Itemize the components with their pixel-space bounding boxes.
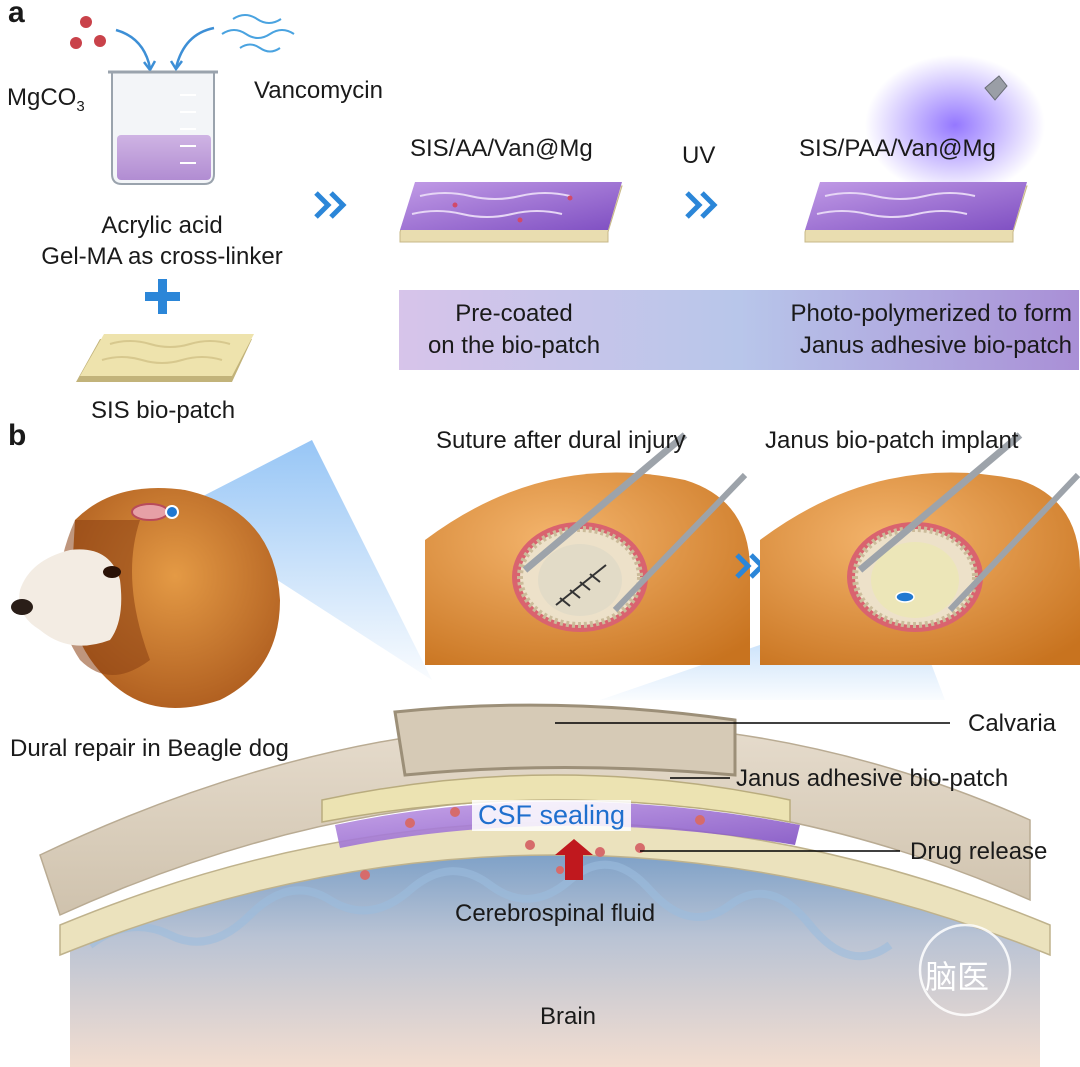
bar-left-line1: Pre-coated (455, 300, 573, 327)
bar-right-line1: Photo-polymerized to form (790, 300, 1072, 327)
csf-label: Cerebrospinal fluid (455, 900, 656, 927)
watermark-text: 脑医 (925, 959, 990, 995)
zoom-beam-dog (172, 440, 432, 680)
uv-lamp-icon (865, 55, 1045, 195)
chevron-right-icon (685, 191, 718, 219)
janus-patch-label: Janus adhesive bio-patch (736, 765, 1009, 792)
uv-label: UV (682, 142, 716, 169)
step1-title: SIS/AA/Van@Mg (410, 135, 593, 162)
watermark-logo (918, 923, 1012, 1017)
brain-tissue (70, 830, 1040, 1067)
pour-arrows-icon (115, 26, 215, 73)
calvaria-bone (39, 722, 1031, 917)
brain-surface-pattern (87, 860, 893, 961)
csf-flow-arrow (555, 839, 593, 880)
mgco3-main: MgCO (7, 84, 77, 111)
brain-label: Brain (540, 1003, 597, 1030)
drug-release-label: Drug release (910, 838, 1048, 865)
suture-caption: Suture after dural injury (436, 427, 686, 454)
calvaria-label: Calvaria (968, 710, 1057, 737)
bar-left-line2: on the bio-patch (427, 332, 601, 359)
implant-surgery-image (760, 432, 1080, 665)
panel-label-b: b (8, 419, 27, 452)
gelma-label: Gel-MA as cross-linker (41, 243, 283, 270)
mgco3-particles-icon (70, 16, 106, 49)
bone-flap (393, 703, 737, 777)
chevron-right-icon (314, 191, 347, 219)
vancomycin-label: Vancomycin (254, 77, 383, 104)
suture-surgery-image (425, 432, 750, 665)
step2-title: SIS/PAA/Van@Mg (799, 135, 996, 162)
coated-patch-icon (399, 182, 623, 243)
mgco3-label: MgCO3 (7, 84, 85, 115)
leader-lines (555, 722, 950, 852)
vancomycin-strands-icon (221, 14, 295, 53)
process-gradient-bar (399, 290, 1079, 370)
beaker-icon (108, 70, 218, 185)
bar-right-line2: Janus adhesive bio-patch (799, 332, 1072, 359)
janus-patch-layer (321, 774, 791, 823)
panel-label-a: a (8, 0, 25, 29)
mgco3-sub: 3 (76, 97, 85, 115)
beagle-dog-icon (11, 488, 280, 708)
csf-sealing-label: CSF sealing (472, 800, 632, 831)
acrylic-acid-label: Acrylic acid (101, 212, 223, 239)
dog-caption: Dural repair in Beagle dog (10, 735, 289, 762)
plus-icon (145, 279, 180, 314)
implant-caption: Janus bio-patch implant (765, 427, 1019, 454)
polymerized-patch-icon (804, 182, 1028, 243)
sis-patch-icon (76, 334, 254, 382)
sis-patch-label: SIS bio-patch (90, 397, 236, 424)
drug-particles (360, 807, 705, 880)
